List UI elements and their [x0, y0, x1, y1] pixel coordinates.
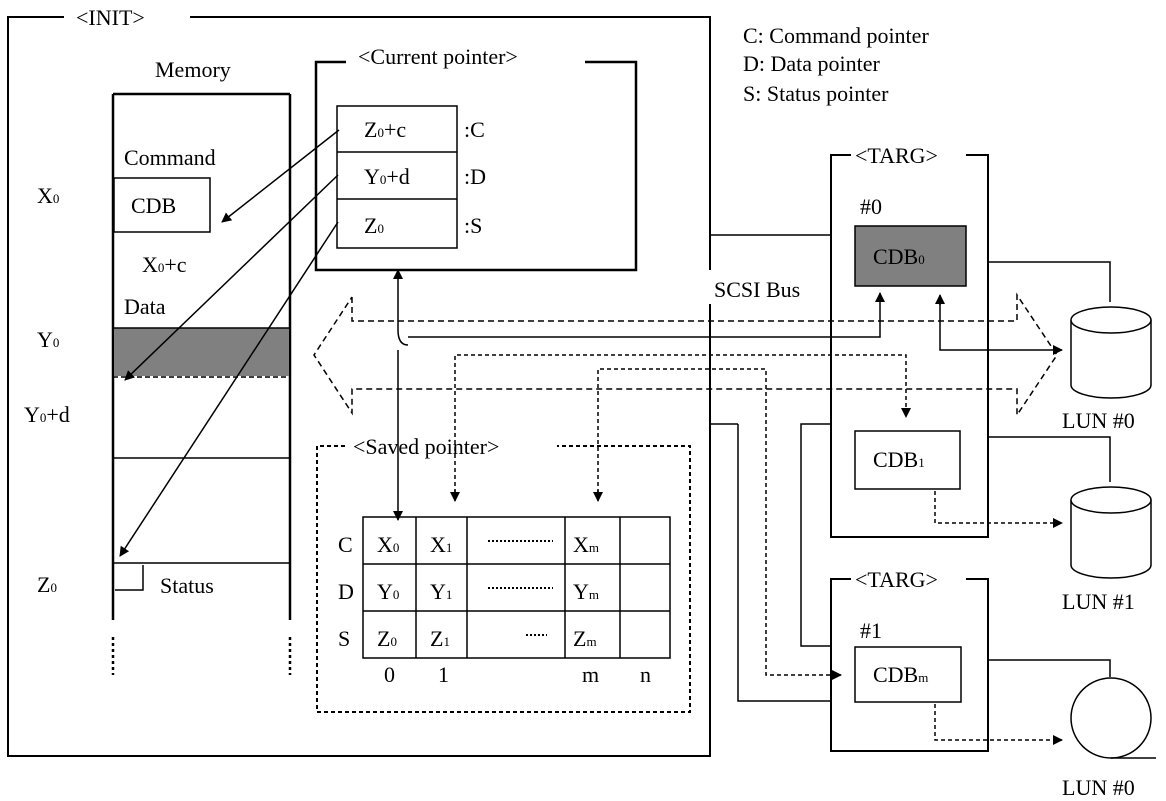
cdbm-box — [854, 646, 962, 703]
memory-command-label: Command — [124, 145, 216, 170]
legend: C: Command pointer D: Data pointer S: St… — [743, 23, 929, 106]
saved-col-label-0: 0 — [384, 662, 395, 687]
target-1-id: #1 — [860, 618, 882, 643]
cdb1-label: CDB1 — [873, 447, 925, 472]
saved-col-label-n: n — [640, 662, 651, 687]
current-pointer-c-tag: :C — [464, 117, 485, 142]
saved-to-target-arrows — [450, 354, 911, 680]
saved-cell-d1: Y1 — [430, 579, 452, 604]
cdb0-label: CDB0 — [873, 244, 925, 269]
target-0-id: #0 — [860, 194, 882, 219]
current-pointer-s-tag: :S — [464, 213, 482, 238]
saved-row-label-d: D — [338, 579, 354, 604]
target-1-title: <TARG> — [855, 567, 938, 592]
current-pointer-title: <Current pointer> — [358, 44, 518, 69]
cdb1-box — [854, 430, 961, 490]
saved-cell-c1: X1 — [430, 532, 452, 557]
saved-row-label-s: S — [338, 626, 350, 651]
target-1: <TARG> #1 CDBm — [830, 567, 989, 752]
pointer-transfer-arrows — [393, 269, 1063, 521]
x0-plus-c-label: X0+c — [142, 252, 187, 277]
current-pointer-panel: <Current pointer> Z0+c Y0+d Z0 :C :D :S — [314, 44, 638, 272]
memory-cdb-box — [113, 177, 211, 233]
lun-1-label: LUN #1 — [1062, 589, 1135, 614]
current-pointer-d-value: Y0+d — [364, 164, 410, 189]
target-lun-connections — [934, 261, 1111, 745]
lun-1-disk: LUN #1 — [1062, 486, 1152, 614]
arrow-status-pointer — [119, 221, 339, 557]
saved-pointer-title: <Saved pointer> — [353, 434, 499, 459]
status-box — [115, 565, 144, 591]
addr-x0: X0 — [37, 183, 59, 208]
memory-block: Memory Command CDB X0+c Data Status X0 Y… — [24, 57, 292, 675]
memory-status-label: Status — [160, 573, 214, 598]
legend-status: S: Status pointer — [743, 81, 889, 106]
arrow-command-pointer — [221, 129, 340, 223]
legend-data: D: Data pointer — [743, 51, 881, 76]
saved-cell-dm: Ym — [573, 579, 599, 604]
saved-cell-s0: Z0 — [377, 626, 397, 651]
saved-col-label-1: 1 — [438, 662, 449, 687]
scsi-bus-label: SCSI Bus — [714, 277, 800, 302]
memory-cdb-label: CDB — [131, 193, 176, 218]
saved-cell-c0: X0 — [377, 532, 399, 557]
lun-0-label: LUN #0 — [1062, 408, 1135, 433]
init-title: <INIT> — [76, 5, 145, 30]
cdbm-label: CDBm — [873, 662, 928, 687]
lun-0-disk: LUN #0 — [1062, 306, 1152, 433]
memory-title: Memory — [155, 57, 231, 82]
lun-2-label: LUN #0 — [1062, 775, 1135, 800]
saved-cell-sm: Zm — [573, 626, 597, 651]
arrow-data-pointer — [124, 174, 339, 381]
cdb0-box — [854, 225, 967, 287]
current-to-memory-arrows — [119, 129, 340, 557]
saved-cell-cm: Xm — [573, 532, 599, 557]
current-pointer-s-value: Z0 — [364, 213, 384, 238]
memory-data-label: Data — [124, 294, 166, 319]
addr-y0: Y0 — [37, 327, 59, 352]
saved-cell-d0: Y0 — [377, 579, 399, 604]
saved-pointer-panel: <Saved pointer> C D S X0 X1 Xm Y0 Y1 Ym … — [316, 434, 691, 713]
target-0: <TARG> #0 CDB0 CDB1 — [830, 143, 989, 538]
data-region — [114, 328, 289, 376]
saved-cell-s1: Z1 — [430, 626, 450, 651]
saved-col-label-m: m — [582, 662, 599, 687]
current-pointer-d-tag: :D — [464, 164, 486, 189]
current-pointer-c-value: Z0+c — [364, 117, 406, 142]
lun-2-tape: LUN #0 — [1062, 677, 1156, 800]
addr-z0: Z0 — [37, 572, 57, 597]
init-frame: <INIT> — [7, 5, 711, 757]
scsi-bus-arrow: SCSI Bus — [313, 270, 1058, 418]
target-0-title: <TARG> — [855, 143, 938, 168]
addr-y0-plus-d: Y0+d — [24, 402, 70, 427]
bus-connection-lines — [710, 234, 831, 702]
legend-command: C: Command pointer — [743, 23, 929, 48]
saved-row-label-c: C — [338, 532, 353, 557]
